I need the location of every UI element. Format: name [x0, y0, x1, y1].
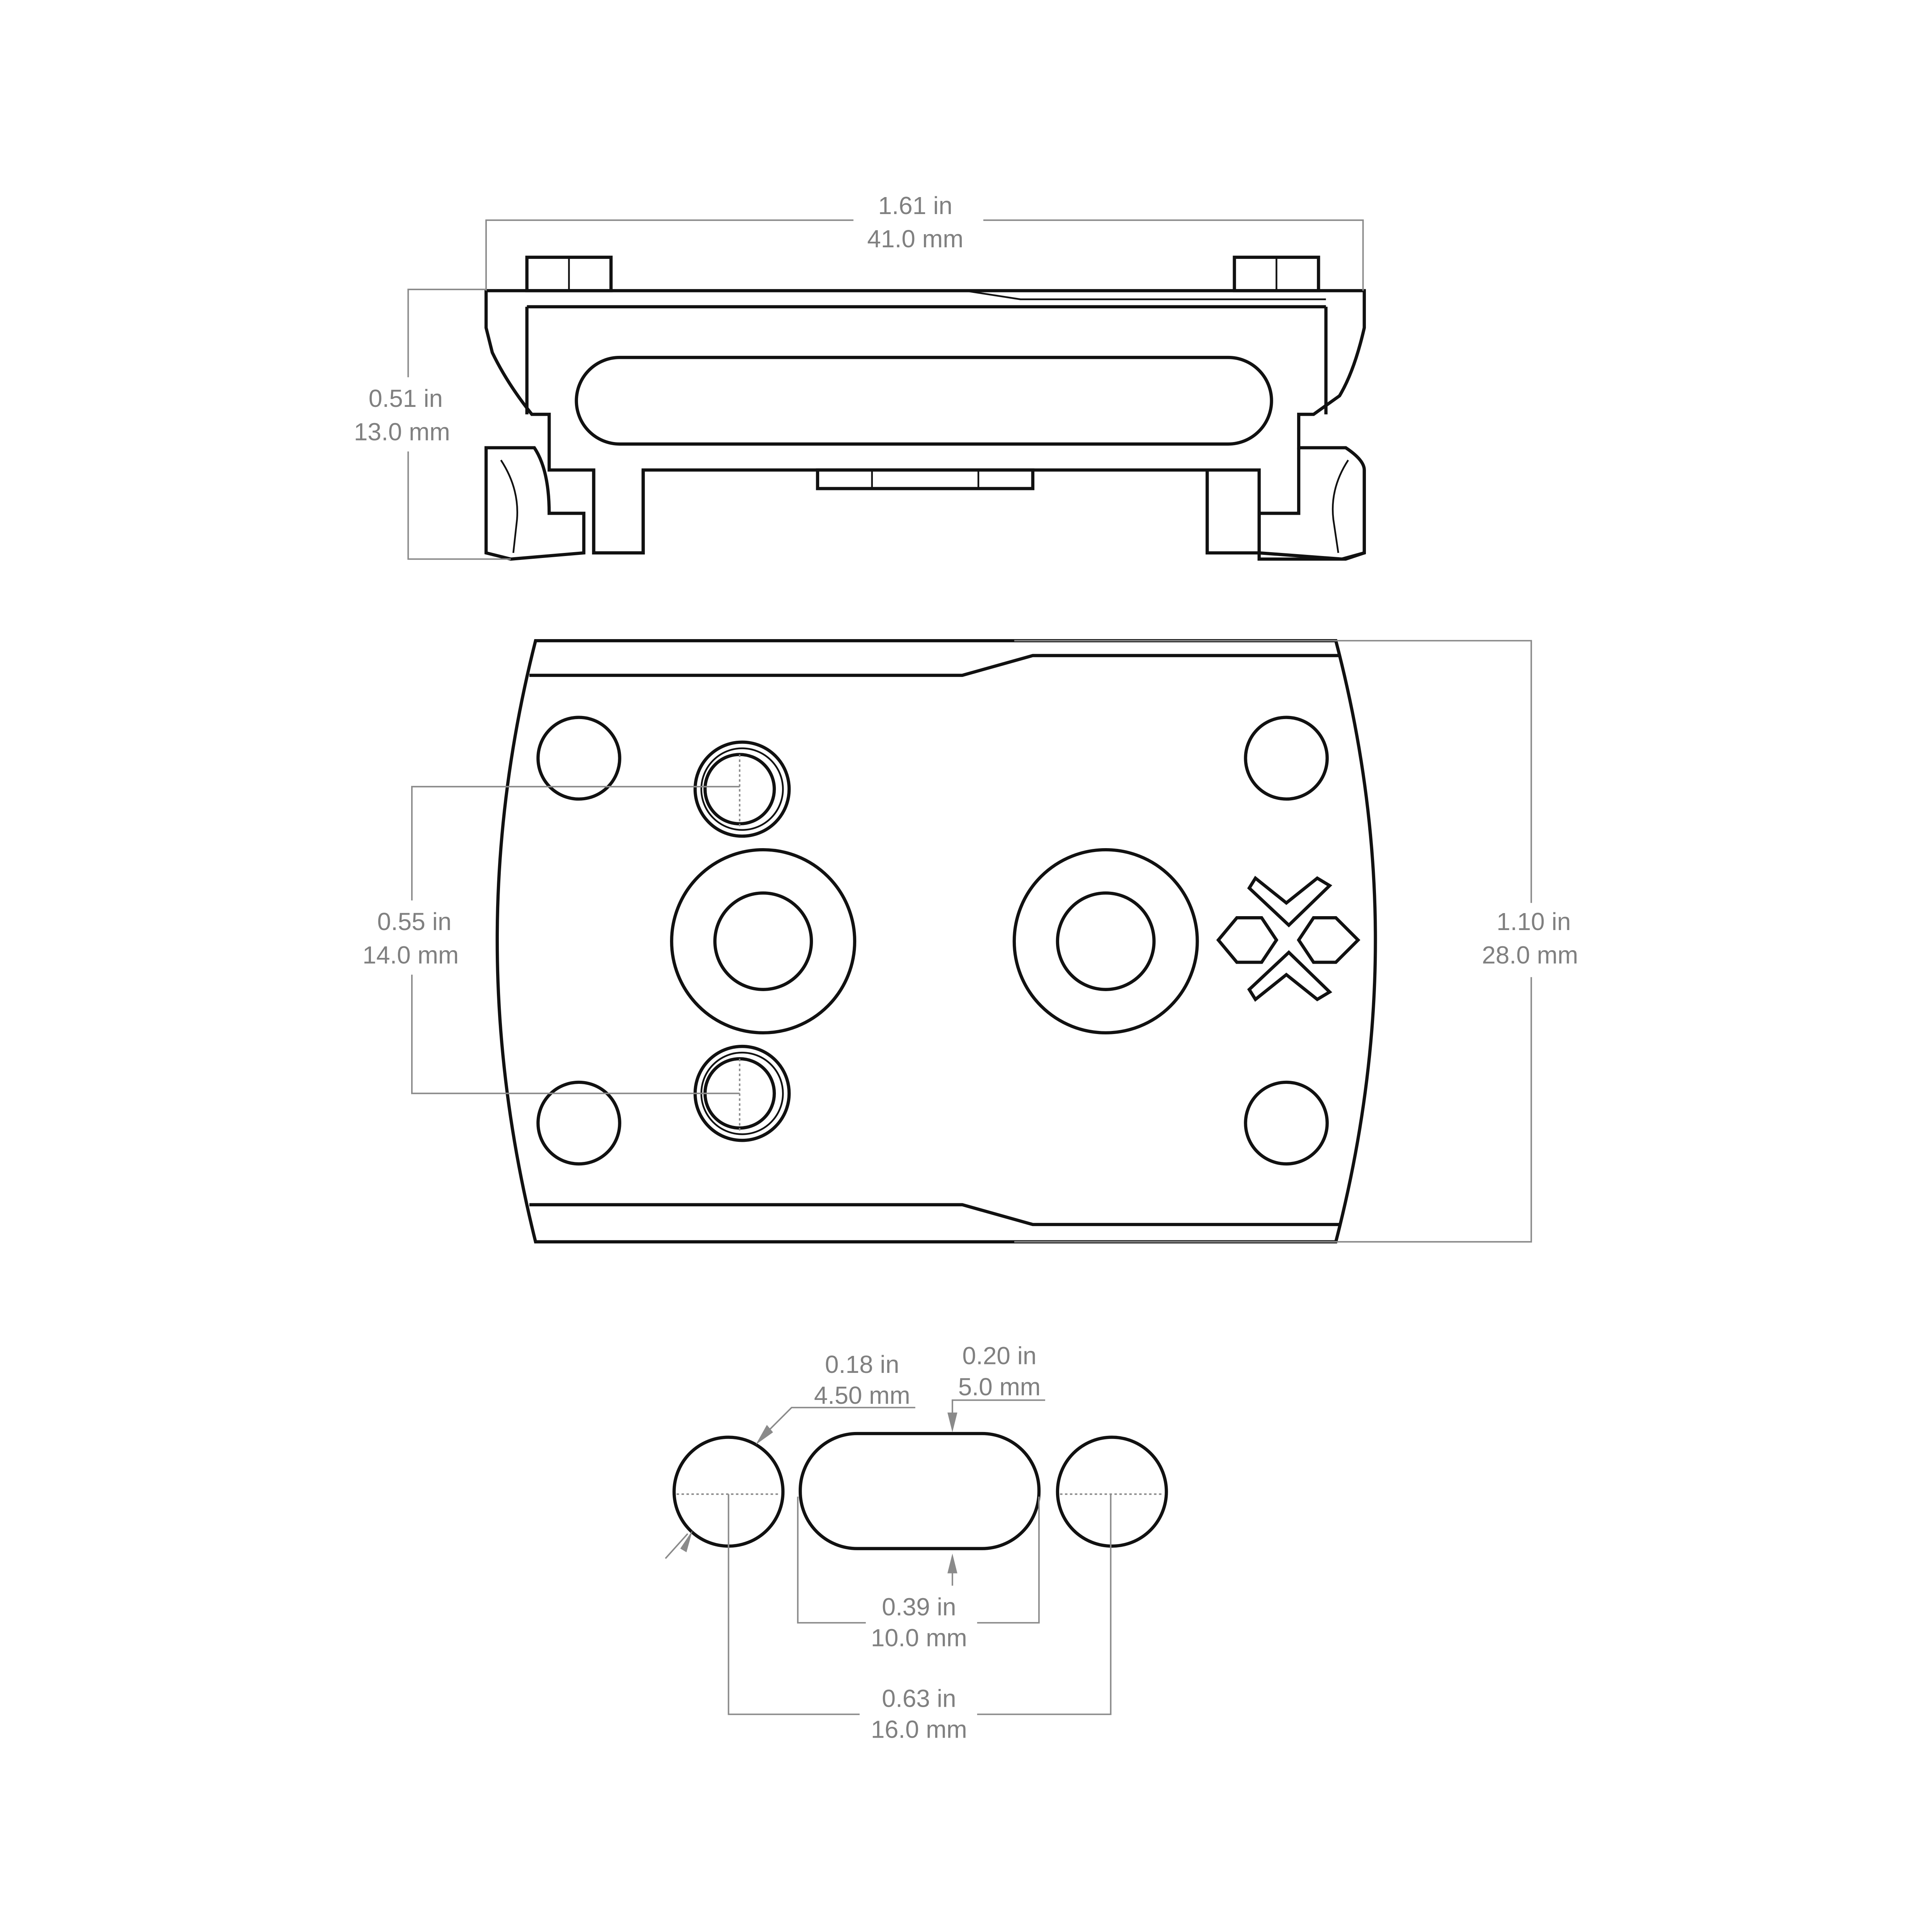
dimension-pin-spacing: 0.63 in 16.0 mm — [728, 1494, 1112, 1743]
slot-height-inch: 0.20 in — [962, 1342, 1036, 1370]
side-height-inch: 0.51 in — [369, 384, 443, 412]
slot-width-inch: 0.39 in — [882, 1593, 956, 1621]
plate-depth-inch: 1.10 in — [1497, 908, 1571, 935]
footprint-view — [672, 1432, 1168, 1550]
dimension-pin-diameter: 0.18 in 4.50 mm — [665, 1350, 915, 1559]
dimension-slot-height: 0.20 in 5.0 mm — [947, 1342, 1045, 1586]
dimension-side-height: 0.51 in 13.0 mm — [346, 289, 511, 560]
dimension-overall-width: 1.61 in 41.0 mm — [485, 192, 1364, 291]
top-view — [495, 639, 1377, 1243]
dimension-screw-spacing: 0.55 in 14.0 mm — [352, 754, 741, 1131]
slot-height-mm: 5.0 mm — [958, 1373, 1041, 1401]
logo-icon — [1216, 876, 1361, 1002]
dimension-slot-width: 0.39 in 10.0 mm — [797, 1497, 1040, 1652]
screw-spacing-mm: 14.0 mm — [362, 941, 459, 969]
pin-spacing-inch: 0.63 in — [882, 1684, 956, 1712]
screw-spacing-inch: 0.55 in — [377, 908, 451, 935]
front-view — [484, 255, 1366, 561]
pin-spacing-mm: 16.0 mm — [871, 1715, 967, 1743]
overall-width-inch: 1.61 in — [878, 192, 952, 219]
slot-width-mm: 10.0 mm — [871, 1624, 967, 1652]
plate-depth-mm: 28.0 mm — [1482, 941, 1578, 969]
pin-diameter-inch: 0.18 in — [825, 1350, 899, 1378]
pin-diameter-mm: 4.50 mm — [814, 1381, 910, 1409]
overall-width-mm: 41.0 mm — [867, 225, 963, 253]
screw-hole-top — [693, 740, 791, 838]
dimension-plate-depth: 1.10 in 28.0 mm — [1014, 640, 1578, 1243]
side-height-mm: 13.0 mm — [354, 418, 450, 446]
